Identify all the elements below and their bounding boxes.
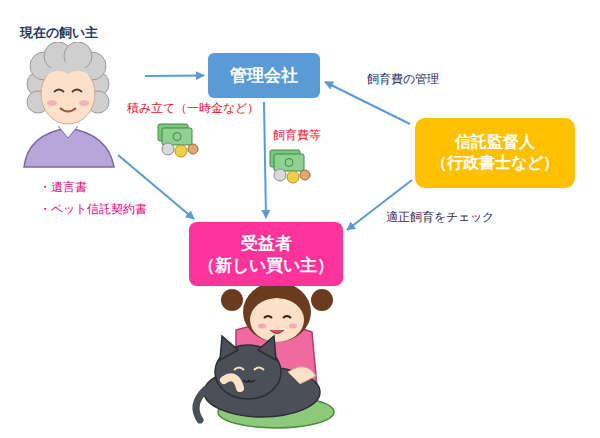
box-text: 受益者 （新しい買い主） [197, 232, 335, 276]
flow-arrow [325, 82, 410, 124]
box-text: 信託監督人 （行政書士など） [423, 132, 567, 174]
flow-arrow [264, 102, 266, 218]
box-text: 管理会社 [230, 64, 298, 86]
grandma-illustration [10, 22, 140, 172]
edge-label: 飼育費等 [272, 128, 322, 142]
supervisor-box: 信託監督人 （行政書士など） [415, 118, 575, 188]
edge-label: 適正飼育をチェック [385, 210, 495, 224]
management-company-box: 管理会社 [208, 53, 320, 98]
money-icon [270, 150, 310, 183]
figure-heading: 現在の飼い主 [20, 25, 98, 42]
beneficiary-box: 受益者 （新しい買い主） [189, 222, 343, 286]
flow-arrow [145, 75, 204, 78]
edge-label: 飼育費の管理 [366, 72, 440, 86]
document-note: ・遺言書 [38, 180, 88, 194]
document-note: ・ペット信託契約書 [38, 202, 148, 216]
owner-figure: 現在の飼い主 [10, 22, 140, 172]
money-icon [158, 124, 198, 157]
girl-with-cat-illustration [196, 282, 334, 428]
edge-label: 積み立て（一時金など） [126, 101, 260, 115]
